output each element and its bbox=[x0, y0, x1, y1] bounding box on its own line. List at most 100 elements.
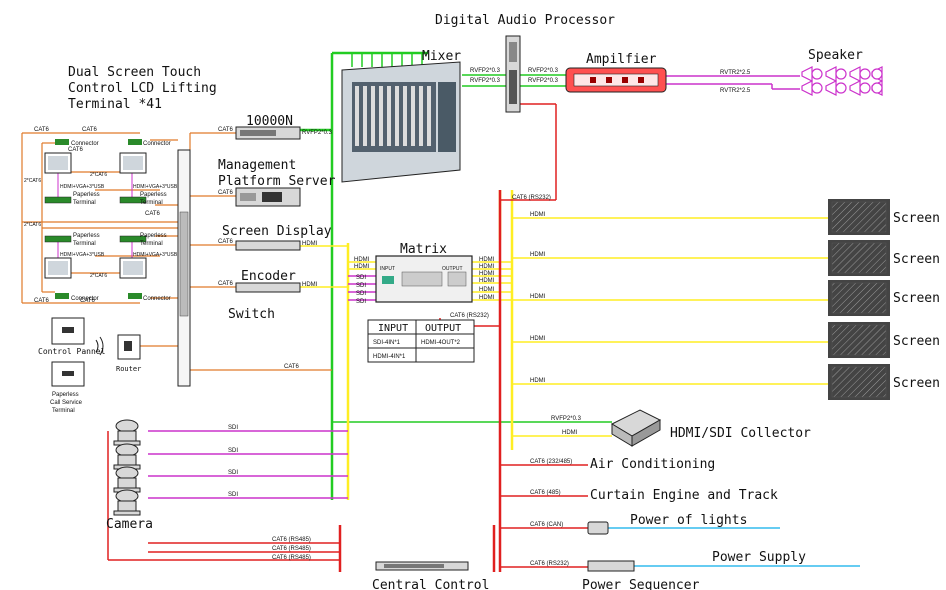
amplifier-title: Ampilfier bbox=[586, 52, 657, 67]
cable-label: HDMI bbox=[354, 264, 370, 270]
air-title: Air Conditioning bbox=[590, 457, 715, 472]
connector-box bbox=[128, 293, 142, 299]
amplifier-unit bbox=[565, 67, 667, 93]
terminal-monitor bbox=[119, 152, 147, 174]
mic-cable-label: HDMI+VGA+3*USB bbox=[60, 184, 105, 190]
matrix-output-label: OUTPUT bbox=[442, 266, 463, 272]
cable-label: HDMI bbox=[479, 257, 495, 263]
paperless-terminal-1: Paperless bbox=[140, 233, 167, 239]
cable-label: CAT6 (RS232) bbox=[450, 313, 489, 319]
mic-cable-label: HDMI+VGA+3*USB bbox=[60, 252, 105, 258]
speaker-icon bbox=[825, 80, 847, 96]
camera-group bbox=[113, 419, 141, 516]
cable-label: CAT6 bbox=[218, 281, 234, 287]
dsp-unit bbox=[505, 35, 521, 113]
paperless-call-device bbox=[51, 361, 85, 387]
cable-label: HDMI bbox=[562, 430, 578, 436]
table-header-output: OUTPUT bbox=[425, 323, 461, 334]
cable-label: CAT6 bbox=[82, 127, 98, 133]
screen-panel bbox=[828, 199, 890, 235]
speaker-array bbox=[801, 66, 883, 96]
speaker-icon bbox=[871, 80, 883, 96]
cable-label: CAT6 bbox=[80, 298, 96, 304]
speaker-icon bbox=[871, 66, 883, 82]
mgmt-title-1: Management bbox=[218, 158, 296, 173]
connector-box bbox=[128, 139, 142, 145]
cable-label: SDI bbox=[228, 470, 238, 476]
cable-label: CAT6 (RS485) bbox=[272, 537, 311, 543]
paperless-terminal-1: Paperless bbox=[73, 192, 100, 198]
dual-screen-terminals bbox=[44, 139, 147, 299]
cable-label: SDI bbox=[356, 283, 366, 289]
screen-panel bbox=[828, 364, 890, 400]
cable-label: HDMI bbox=[530, 212, 546, 218]
cable-label: CAT6 (RS232) bbox=[530, 561, 569, 567]
switch-cabinet bbox=[177, 149, 191, 387]
paperless-terminal bbox=[119, 235, 147, 243]
encoder-title: Encoder bbox=[241, 269, 296, 284]
screen-panel bbox=[828, 240, 890, 276]
cable-label: RVFP2*0.3 bbox=[528, 78, 559, 84]
curtain-title: Curtain Engine and Track bbox=[590, 488, 778, 503]
mgmt-title-2: Platform Server bbox=[218, 174, 336, 189]
labels: Digital Audio Processor Mixer Ampilfier … bbox=[24, 13, 940, 590]
dual-title-2: Control LCD Lifting bbox=[68, 81, 217, 96]
router-label: Router bbox=[116, 365, 141, 373]
paperless-terminal-2: Terminal bbox=[140, 200, 163, 206]
mixer-console bbox=[341, 61, 461, 183]
table-header-input: INPUT bbox=[378, 323, 408, 334]
paperless-call-2: Call Service bbox=[50, 400, 83, 406]
power-supply-title: Power Supply bbox=[712, 550, 806, 565]
cable-label: HDMI bbox=[530, 336, 546, 342]
switch-10000n-label: 10000N bbox=[246, 114, 293, 129]
table-cell: HDMI-4IN*1 bbox=[373, 354, 406, 360]
paperless-terminal-2: Terminal bbox=[140, 241, 163, 247]
lights-title: Power of lights bbox=[630, 513, 747, 528]
two-cat6-label: 2*CAT6 bbox=[24, 178, 41, 184]
matrix-input-label: INPUT bbox=[380, 266, 395, 272]
camera-icon bbox=[113, 419, 141, 446]
speaker-icon bbox=[825, 66, 847, 82]
cable-label: HDMI bbox=[479, 295, 495, 301]
paperless-terminal-2: Terminal bbox=[73, 200, 96, 206]
control-bus bbox=[338, 190, 502, 572]
paperless-terminal-2: Terminal bbox=[73, 241, 96, 247]
cable-label: RVFP2*0.3 bbox=[528, 68, 559, 74]
hdmi-sdi-collector bbox=[610, 409, 662, 447]
control-panel-label: Control Pannel bbox=[38, 347, 106, 356]
matrix-device bbox=[375, 255, 473, 303]
sequencer-title: Power Sequencer bbox=[582, 578, 700, 590]
router-device bbox=[117, 334, 141, 360]
cable-label: CAT6 (CAN) bbox=[530, 522, 563, 528]
cable-label: CAT6 (RS485) bbox=[272, 546, 311, 552]
power-links bbox=[608, 527, 860, 567]
cable-label: SDI bbox=[356, 299, 366, 305]
cable-label: CAT6 (485) bbox=[530, 490, 561, 496]
cable-label: RVTR2*2.5 bbox=[720, 88, 751, 94]
paperless-call-3: Terminal bbox=[52, 408, 75, 414]
cable-label: RVFP2*0.3 bbox=[302, 130, 333, 136]
screen-label-3: Screen bbox=[893, 291, 940, 306]
cable-label: CAT6 bbox=[218, 127, 234, 133]
connector-label: Connector bbox=[143, 296, 171, 302]
mic-cable-label: HDMI+VGA+3*USB bbox=[133, 184, 178, 190]
sdi-links bbox=[148, 275, 376, 499]
video-links bbox=[300, 217, 832, 437]
paperless-terminal-1: Paperless bbox=[140, 192, 167, 198]
cable-label: RVFP2*0.3 bbox=[470, 78, 501, 84]
cable-label: SDI bbox=[228, 425, 238, 431]
screen-label-2: Screen bbox=[893, 252, 940, 267]
two-cat6-label: 2*CAT6 bbox=[90, 273, 107, 279]
network-links bbox=[21, 132, 332, 371]
connector-label: Connector bbox=[143, 141, 171, 147]
screen-label-1: Screen bbox=[893, 211, 940, 226]
screen-label-5: Screen bbox=[893, 376, 940, 391]
terminal-monitor bbox=[44, 257, 72, 279]
speaker-links bbox=[666, 75, 800, 90]
central-control-unit bbox=[375, 561, 469, 571]
cable-label: SDI bbox=[356, 291, 366, 297]
screen-array bbox=[828, 199, 890, 400]
connector-label: Connector bbox=[71, 141, 99, 147]
screen-panel bbox=[828, 322, 890, 358]
